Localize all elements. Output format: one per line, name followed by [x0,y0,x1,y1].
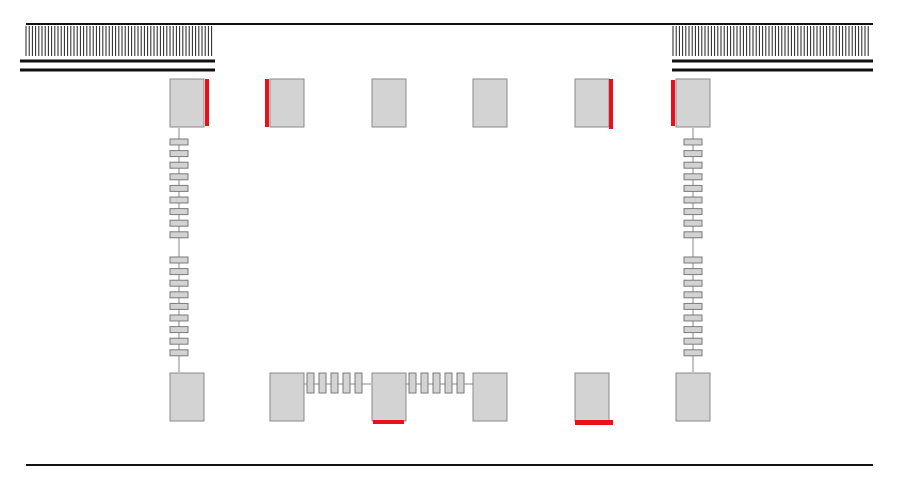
right-chain-link [683,326,703,334]
left-chain-link [169,349,189,357]
top-block-6 [675,78,711,128]
left-chain-link [169,173,189,181]
bottom-chain-left-link [330,372,339,394]
right-chain-link [683,173,703,181]
top-block-3 [371,78,407,128]
left-chain-link [169,150,189,158]
left-hatched-wall [20,23,215,72]
right-chain-link [683,150,703,158]
left-chain-link [169,161,189,169]
right-chain-link [683,208,703,216]
left-chain-link [169,256,189,264]
right-chain-link [683,231,703,239]
right-chain-link [683,219,703,227]
left-chain-link [169,337,189,345]
right-chain-link [683,314,703,322]
left-chain-link [169,138,189,146]
left-chain-link [169,302,189,310]
left-chain-link [169,326,189,334]
bottom-chain-right-link [456,372,465,394]
right-chain-link [683,184,703,192]
bottom-chain-left-link [354,372,363,394]
bottom-chain-right-link [432,372,441,394]
red-marker-top-1-right [205,79,209,126]
bottom-chain-right-link [408,372,417,394]
bottom-block-5 [574,372,610,422]
left-chain-link [169,314,189,322]
bottom-block-4 [472,372,508,422]
bottom-block-3 [371,372,407,422]
bottom-chain-left [303,372,371,394]
red-marker-bottom-5 [575,420,613,425]
left-chain-link [169,184,189,192]
right-chain-link [683,337,703,345]
top-block-2 [269,78,305,128]
left-chain-link [169,291,189,299]
right-hatched-wall [672,23,873,72]
left-vertical-chain [169,128,189,372]
left-chain-link [169,268,189,276]
left-chain-link [169,208,189,216]
top-block-4 [472,78,508,128]
bottom-chain-right-link [420,372,429,394]
right-chain-link [683,138,703,146]
right-chain-link [683,279,703,287]
top-block-5 [574,78,610,128]
right-chain-link [683,349,703,357]
bottom-chain-right [405,372,473,394]
bottom-chain-left-link [306,372,315,394]
right-chain-link [683,256,703,264]
left-chain-link [169,231,189,239]
left-chain-link [169,196,189,204]
right-vertical-chain [683,128,703,372]
right-chain-link [683,161,703,169]
bottom-chain-left-link [342,372,351,394]
right-chain-link [683,291,703,299]
right-chain-link [683,268,703,276]
red-marker-top-6-left [671,80,675,126]
top-block-1 [169,78,205,128]
bottom-chain-left-link [318,372,327,394]
right-chain-link [683,302,703,310]
left-chain-link [169,219,189,227]
red-marker-top-2-left [265,79,269,127]
bottom-chain-right-link [444,372,453,394]
left-chain-link [169,279,189,287]
bottom-block-2 [269,372,305,422]
red-marker-top-5-right [609,79,613,129]
bottom-block-1 [169,372,205,422]
red-marker-bottom-3 [373,420,404,424]
right-chain-link [683,196,703,204]
bottom-block-6 [675,372,711,422]
